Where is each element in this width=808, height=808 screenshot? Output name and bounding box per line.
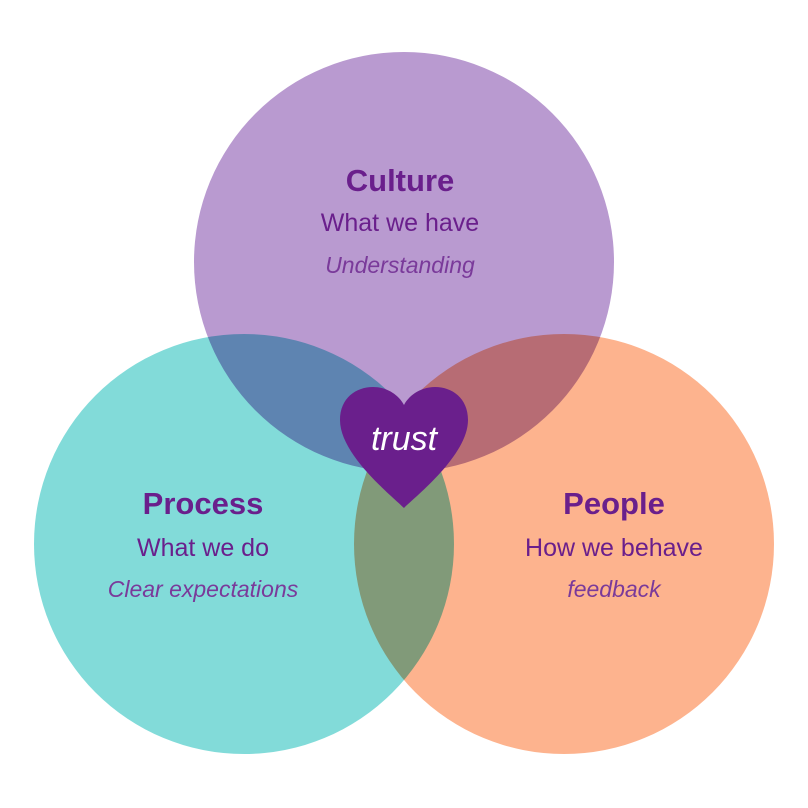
process-subtitle: What we do <box>137 534 269 562</box>
process-title: Process <box>143 486 264 521</box>
people-note: feedback <box>567 576 662 602</box>
center-label: trust <box>371 420 439 458</box>
culture-note: Understanding <box>325 252 475 278</box>
people-title: People <box>563 486 665 521</box>
culture-title: Culture <box>346 163 455 198</box>
culture-subtitle: What we have <box>321 209 479 237</box>
people-subtitle: How we behave <box>525 534 703 562</box>
process-note: Clear expectations <box>108 576 299 602</box>
heart-icon <box>340 387 468 508</box>
